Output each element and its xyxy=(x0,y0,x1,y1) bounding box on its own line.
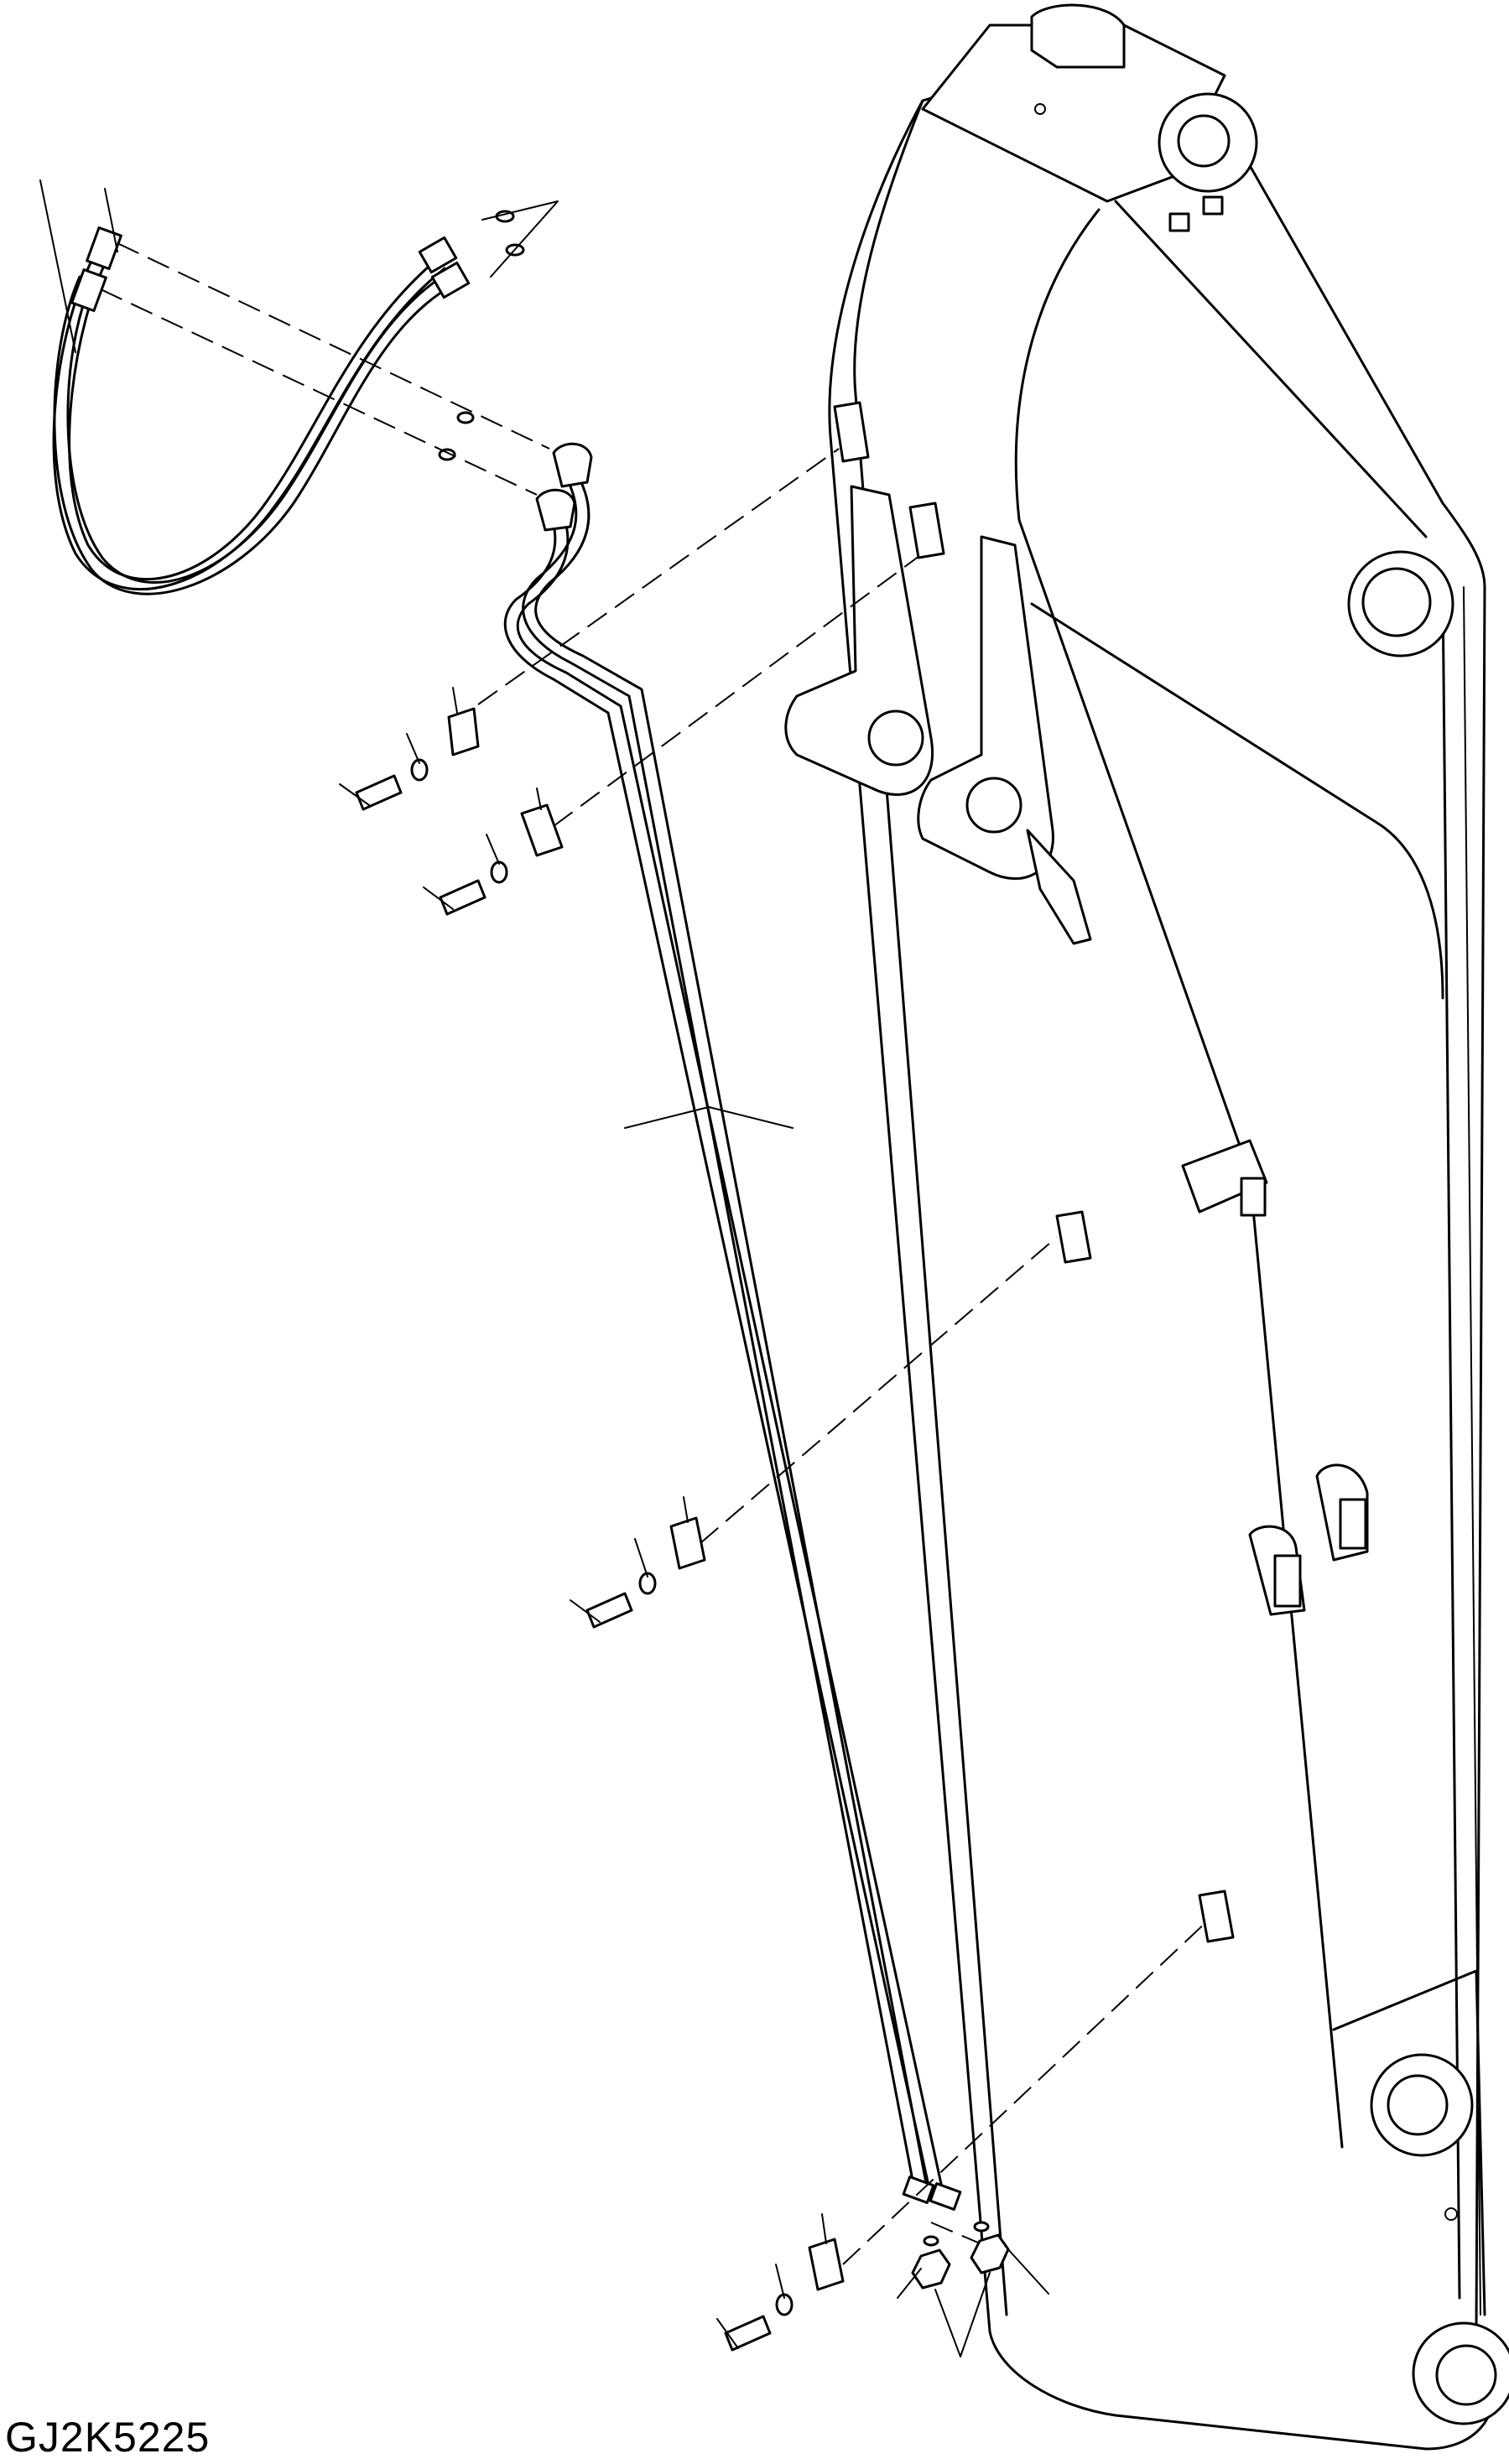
dash-clamp-3 xyxy=(700,1236,1058,1544)
clamp-set-4 xyxy=(716,2213,845,2352)
dash-clamp-2 xyxy=(553,553,924,827)
boom-diagonal-plate xyxy=(1030,602,1444,1000)
tube-end-lower-b xyxy=(929,2182,962,2211)
clamp-set-1 xyxy=(339,687,480,811)
assembly-lines xyxy=(100,242,1209,2265)
boom-clamp-block-1 xyxy=(833,401,870,463)
hose-fitting-c xyxy=(418,236,458,274)
leader-3 xyxy=(452,687,458,714)
bolt xyxy=(439,879,487,916)
boom-edge-right xyxy=(1441,585,1461,2300)
hex-nut-a xyxy=(911,2248,951,2290)
hose-inner-b xyxy=(66,273,446,585)
cylinder-bracket-foot xyxy=(1026,829,1092,945)
hose-leader-b xyxy=(104,188,118,252)
o-ring-lower-a xyxy=(923,2235,939,2247)
o-ring-4 xyxy=(438,448,456,461)
drawing-code: GJ2K5225 xyxy=(5,2414,211,2461)
cylinder-bracket-left-hole xyxy=(867,710,924,767)
boom-side-boss-a xyxy=(1181,1139,1268,1214)
hose-fitting-a xyxy=(86,226,122,271)
boom-clamp-blocks xyxy=(833,401,1235,1943)
tube-2b xyxy=(516,493,945,2197)
leader-3 xyxy=(821,2213,827,2244)
hose-fitting-d xyxy=(430,261,471,299)
boom-lower-dot xyxy=(1444,2207,1458,2221)
washer xyxy=(410,758,429,782)
hose-outer-b xyxy=(68,250,438,581)
bolt xyxy=(355,774,403,811)
nut-leader-left xyxy=(897,2268,922,2299)
clamp-plate xyxy=(808,2238,845,2291)
boom-lower-plate xyxy=(1332,1969,1486,2316)
boom-head-pin-hole xyxy=(1177,114,1231,168)
hose-leader-a xyxy=(39,179,76,353)
nut-leader-v xyxy=(934,2272,991,2357)
tube-end-upper-a xyxy=(552,442,593,488)
dash-clamp-4 xyxy=(842,1920,1209,2265)
boom-clamp-block-2 xyxy=(908,502,945,559)
boom-side-boss-a-cap xyxy=(1240,1177,1267,1217)
tube-1b xyxy=(534,468,929,2189)
boom-foot-pin-hole xyxy=(1435,2344,1497,2406)
leader-2 xyxy=(406,733,420,764)
boom-head-dot xyxy=(1034,103,1046,115)
o-rings-upper xyxy=(438,200,559,461)
boom-head-block-a xyxy=(1168,212,1190,232)
boom-arm xyxy=(784,3,1509,2451)
clamp-set-2 xyxy=(423,788,564,916)
leader xyxy=(570,1599,601,1623)
boom-head-lug xyxy=(1030,3,1126,69)
leader-2 xyxy=(634,1538,648,1578)
washer xyxy=(638,1572,657,1595)
leader-3 xyxy=(683,1496,689,1523)
boom-top-face xyxy=(1014,208,1344,2149)
leader-2 xyxy=(486,834,500,865)
tube-end-upper-b xyxy=(535,488,576,532)
tube-2 xyxy=(503,493,933,2199)
lower-fittings xyxy=(897,2221,1049,2357)
leader-3 xyxy=(536,788,542,810)
o-ring-leader xyxy=(481,200,559,278)
boom-side-boss-c-cap xyxy=(1273,1554,1302,1608)
boom-edge-left xyxy=(853,99,1008,2316)
clamp-plate xyxy=(447,707,480,756)
dash-clamp-1 xyxy=(477,448,840,705)
tube-end-lower-a xyxy=(902,2175,935,2204)
clamp-plate xyxy=(669,1516,706,1570)
washer xyxy=(490,860,508,884)
tube-assembly xyxy=(503,442,962,2211)
dash-hose-b xyxy=(100,289,538,496)
boom-head-block-b xyxy=(1202,195,1224,216)
hose-fitting-b xyxy=(70,268,107,313)
boom-clamp-block-4 xyxy=(1198,1890,1235,1943)
boom-top-ridge xyxy=(1114,200,1428,538)
boom-mid-pin-hole xyxy=(1361,567,1432,637)
leader xyxy=(423,886,454,910)
hose-inner xyxy=(53,275,455,595)
leader xyxy=(339,783,370,806)
dash-hose-a xyxy=(117,242,550,450)
hose-assembly xyxy=(39,179,471,595)
hex-nut-b xyxy=(970,2233,1010,2274)
clamp-plate xyxy=(520,803,564,857)
clamp-set-3 xyxy=(570,1496,706,1629)
bolt xyxy=(585,1592,633,1629)
bolt xyxy=(724,2315,772,2352)
nut-leader-right xyxy=(1006,2247,1049,2295)
boom-lower-pin-hole xyxy=(1387,2074,1449,2136)
cylinder-bracket-right-hole xyxy=(965,777,1022,834)
boom-side-boss-b-cap xyxy=(1339,1498,1367,1550)
o-ring-lower-b xyxy=(973,2221,990,2233)
leader-2 xyxy=(775,2264,785,2299)
tube-callout xyxy=(624,1106,794,1129)
o-ring-3 xyxy=(456,411,475,424)
tube-1 xyxy=(522,468,916,2191)
boom-clamp-block-3 xyxy=(1055,1210,1092,1264)
leader xyxy=(716,2318,739,2349)
